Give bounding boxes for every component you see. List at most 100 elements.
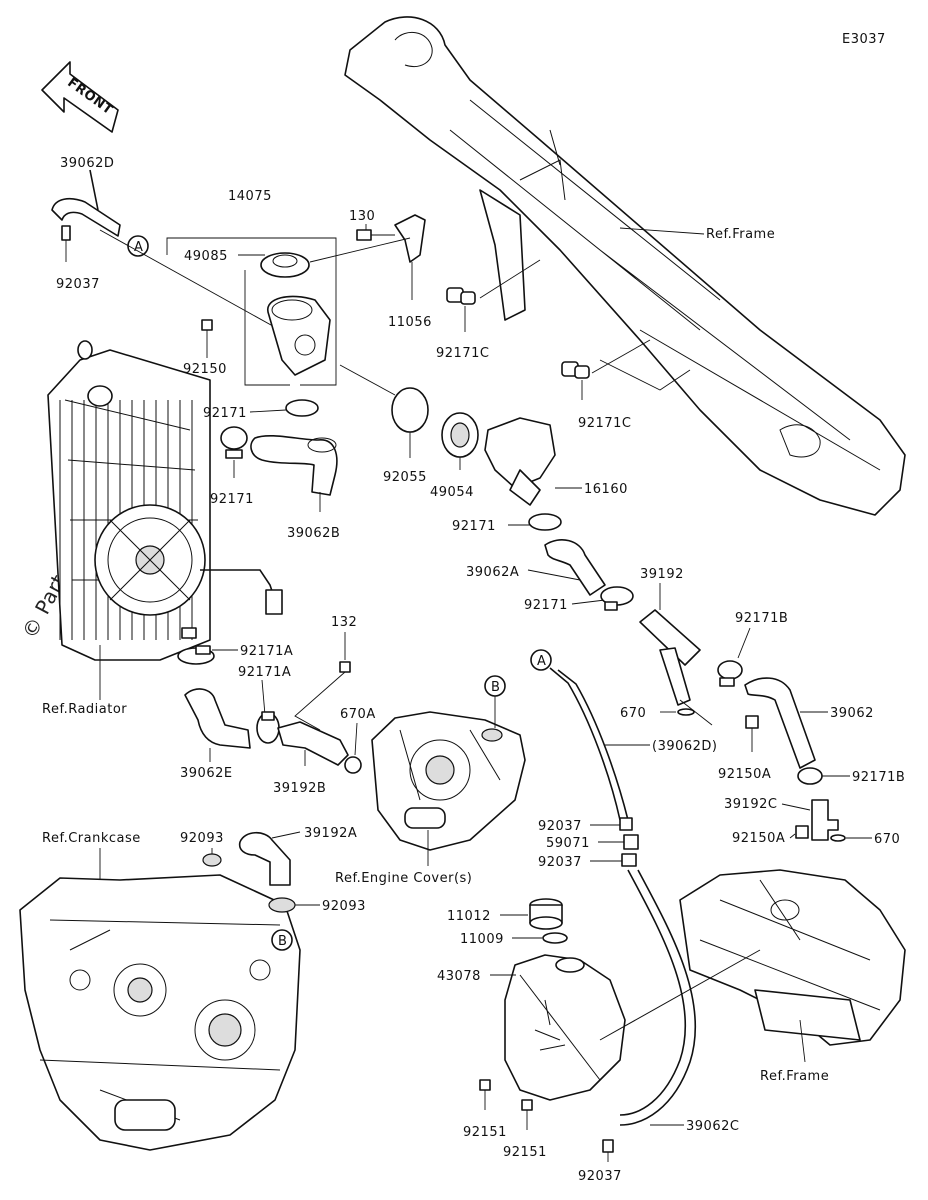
part-39062a: 39062A bbox=[466, 565, 519, 580]
clamp-92171-b-icon bbox=[220, 426, 248, 459]
seal-92093-2 bbox=[268, 897, 296, 913]
part-92171a-2: 92171A bbox=[238, 665, 291, 680]
part-39062d-ref: (39062D) bbox=[652, 739, 718, 754]
clamp-92171-a-icon bbox=[285, 399, 319, 417]
part-92093-1: 92093 bbox=[180, 831, 224, 846]
hose-39062b bbox=[250, 435, 338, 496]
part-92171-d: 92171 bbox=[524, 598, 568, 613]
part-670a: 670A bbox=[340, 707, 376, 722]
hose-39062c bbox=[619, 869, 687, 1116]
oring-11009 bbox=[542, 932, 568, 944]
clamp-92037-b-icon bbox=[621, 853, 637, 867]
bolt-132-icon bbox=[339, 661, 351, 673]
part-92171c-1: 92171C bbox=[436, 346, 489, 361]
callout-a-mid-label: A bbox=[537, 654, 546, 669]
clamp-92171-c-icon bbox=[528, 513, 562, 531]
part-11012: 11012 bbox=[447, 909, 491, 924]
filler-neck-14075-icon bbox=[267, 295, 331, 376]
cap-49085-icon bbox=[260, 252, 310, 278]
ref-engine-cover: Ref.Engine Cover(s) bbox=[335, 871, 472, 886]
diagram-code: E3037 bbox=[842, 32, 886, 47]
tee-39192c bbox=[811, 799, 839, 841]
part-92171b-2: 92171B bbox=[852, 770, 905, 785]
clamp-92171b-2-icon bbox=[797, 767, 823, 785]
pipe-39192a bbox=[238, 831, 291, 886]
ref-crankcase: Ref.Crankcase bbox=[42, 831, 141, 846]
clamp-92037-a-icon bbox=[619, 817, 633, 831]
part-59071: 59071 bbox=[546, 836, 590, 851]
part-92093-2: 92093 bbox=[322, 899, 366, 914]
part-39062d: 39062D bbox=[60, 156, 114, 171]
part-92037-c: 92037 bbox=[578, 1169, 622, 1184]
part-39192: 39192 bbox=[640, 567, 684, 582]
pipe-39192b bbox=[277, 721, 349, 766]
valve-59071-icon bbox=[623, 834, 639, 850]
part-92171-c: 92171 bbox=[452, 519, 496, 534]
part-92150: 92150 bbox=[183, 362, 227, 377]
part-92171-a: 92171 bbox=[203, 406, 247, 421]
bracket-11056 bbox=[394, 214, 426, 263]
part-92150a-2: 92150A bbox=[732, 831, 785, 846]
part-92171b-1: 92171B bbox=[735, 611, 788, 626]
callout-b-mid-label: B bbox=[491, 680, 500, 695]
ref-frame-bottom: Ref.Frame bbox=[760, 1069, 829, 1084]
screw-92150-icon bbox=[201, 319, 213, 331]
clamp-92037-c-icon bbox=[602, 1139, 614, 1153]
housing-16160 bbox=[484, 417, 556, 489]
clamp-92171b-1-icon bbox=[717, 660, 743, 687]
callout-a-top-label: A bbox=[134, 240, 143, 255]
part-130: 130 bbox=[349, 209, 375, 224]
part-11009: 11009 bbox=[460, 932, 504, 947]
reservoir-43078 bbox=[504, 954, 626, 1101]
ref-frame-top: Ref.Frame bbox=[706, 227, 775, 242]
bolt-130-icon bbox=[356, 229, 395, 241]
part-92151-1: 92151 bbox=[463, 1125, 507, 1140]
part-39192a: 39192A bbox=[304, 826, 357, 841]
part-39062e: 39062E bbox=[180, 766, 233, 781]
callout-b-low bbox=[271, 929, 293, 951]
part-14075: 14075 bbox=[228, 189, 272, 204]
part-92151-2: 92151 bbox=[503, 1145, 547, 1160]
hose-39062d-ref bbox=[549, 667, 621, 821]
hose-39062e bbox=[184, 688, 251, 749]
clamp-92171c-1-icon bbox=[446, 287, 476, 305]
part-92171-b: 92171 bbox=[210, 492, 254, 507]
clamp-92037-top-icon bbox=[61, 225, 71, 241]
seal-92093-1 bbox=[202, 853, 222, 867]
crankcase bbox=[19, 874, 301, 1151]
part-92037-top: 92037 bbox=[56, 277, 100, 292]
bolt-92150a-2-icon bbox=[795, 825, 809, 839]
hose-39062d bbox=[51, 197, 121, 237]
part-92037-a: 92037 bbox=[538, 819, 582, 834]
part-43078: 43078 bbox=[437, 969, 481, 984]
clamp-92171c-2-icon bbox=[561, 361, 590, 379]
clamp-92171a-1-icon bbox=[177, 645, 215, 665]
hose-39062a bbox=[544, 539, 606, 596]
oring-670a bbox=[344, 756, 362, 774]
part-670-2: 670 bbox=[874, 832, 900, 847]
clamp-92171-d-icon bbox=[600, 586, 634, 611]
part-39062c: 39062C bbox=[686, 1119, 739, 1134]
part-92171c-2: 92171C bbox=[578, 416, 631, 431]
oring-670-1 bbox=[677, 708, 695, 716]
cap-11012-icon bbox=[529, 898, 563, 930]
part-16160: 16160 bbox=[584, 482, 628, 497]
part-39062: 39062 bbox=[830, 706, 874, 721]
part-39062b: 39062B bbox=[287, 526, 340, 541]
oring-670-2 bbox=[830, 834, 846, 842]
front-arrow-icon: FRONT bbox=[41, 61, 119, 133]
thermostat-49054-icon bbox=[441, 412, 479, 458]
part-49054: 49054 bbox=[430, 485, 474, 500]
clamp-92171a-2-icon bbox=[256, 711, 280, 744]
hose-39062 bbox=[744, 677, 816, 769]
part-39192c: 39192C bbox=[724, 797, 777, 812]
part-92037-b: 92037 bbox=[538, 855, 582, 870]
engine-cover bbox=[371, 711, 526, 851]
part-39192b: 39192B bbox=[273, 781, 326, 796]
radiator bbox=[47, 340, 283, 661]
part-92150a-1: 92150A bbox=[718, 767, 771, 782]
part-670-1: 670 bbox=[620, 706, 646, 721]
oring-92055 bbox=[391, 387, 429, 433]
callout-a-mid bbox=[530, 649, 552, 671]
